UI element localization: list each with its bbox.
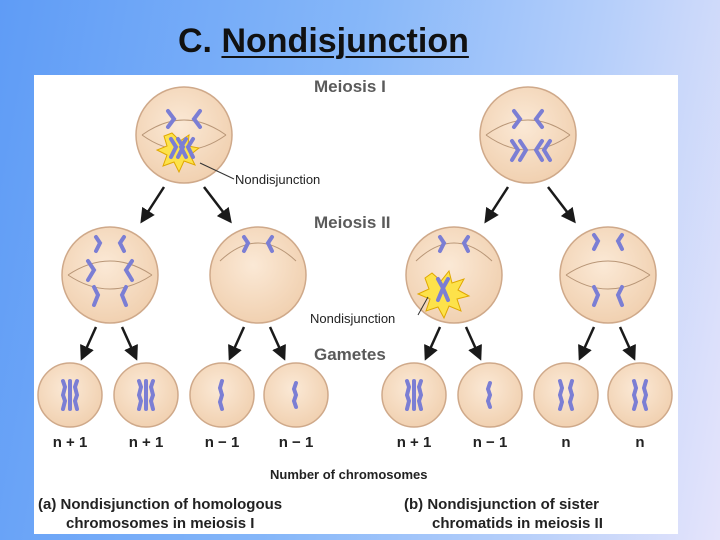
gamete-5 <box>381 362 447 428</box>
title-main: Nondisjunction <box>221 22 469 60</box>
label-gametes: Gametes <box>314 345 386 364</box>
slide-title: C. Nondisjunction <box>178 22 469 61</box>
meiosis2-cell-a1 <box>61 226 159 324</box>
label-meiosis-1: Meiosis I <box>314 77 386 96</box>
gamete-count-6: n − 1 <box>473 434 508 451</box>
nondisjunction-figure: Nondisjunction Meiosis I Meiosis II <box>34 75 678 534</box>
gamete-7 <box>533 362 599 428</box>
title-prefix: C. <box>178 22 222 60</box>
parent-cell-b <box>479 86 577 184</box>
gamete-count-2: n + 1 <box>129 434 164 451</box>
gamete-8 <box>607 362 673 428</box>
gamete-2 <box>113 362 179 428</box>
label-nondisjunction-a: Nondisjunction <box>235 172 320 187</box>
label-nondisjunction-b: Nondisjunction <box>310 311 395 326</box>
gamete-4 <box>263 362 329 428</box>
gamete-6 <box>457 362 523 428</box>
gamete-count-8: n <box>635 434 644 451</box>
gamete-1 <box>37 362 103 428</box>
meiosis2-cell-a2 <box>209 226 307 324</box>
meiosis2-cell-b1 <box>405 226 503 324</box>
meiosis2-cell-b2 <box>559 226 657 324</box>
parent-cell-a <box>135 86 233 184</box>
caption-a-line1: (a) Nondisjunction of homologous <box>38 496 282 513</box>
gamete-count-4: n − 1 <box>279 434 314 451</box>
caption-b-line2: chromatids in meiosis II <box>432 515 603 532</box>
diagram-svg: Nondisjunction Meiosis I Meiosis II <box>37 77 673 532</box>
caption-b-line1: (b) Nondisjunction of sister <box>404 496 599 513</box>
caption-a-line2: chromosomes in meiosis I <box>66 515 254 532</box>
nondisjunction-burst-a <box>155 132 201 174</box>
gamete-count-3: n − 1 <box>205 434 240 451</box>
label-number-of-chromosomes: Number of chromosomes <box>270 467 427 482</box>
gamete-count-7: n <box>561 434 570 451</box>
label-meiosis-2: Meiosis II <box>314 213 391 232</box>
nondisjunction-burst-b <box>416 269 471 320</box>
gamete-count-1: n + 1 <box>53 434 88 451</box>
gamete-count-5: n + 1 <box>397 434 432 451</box>
gamete-3 <box>189 362 255 428</box>
